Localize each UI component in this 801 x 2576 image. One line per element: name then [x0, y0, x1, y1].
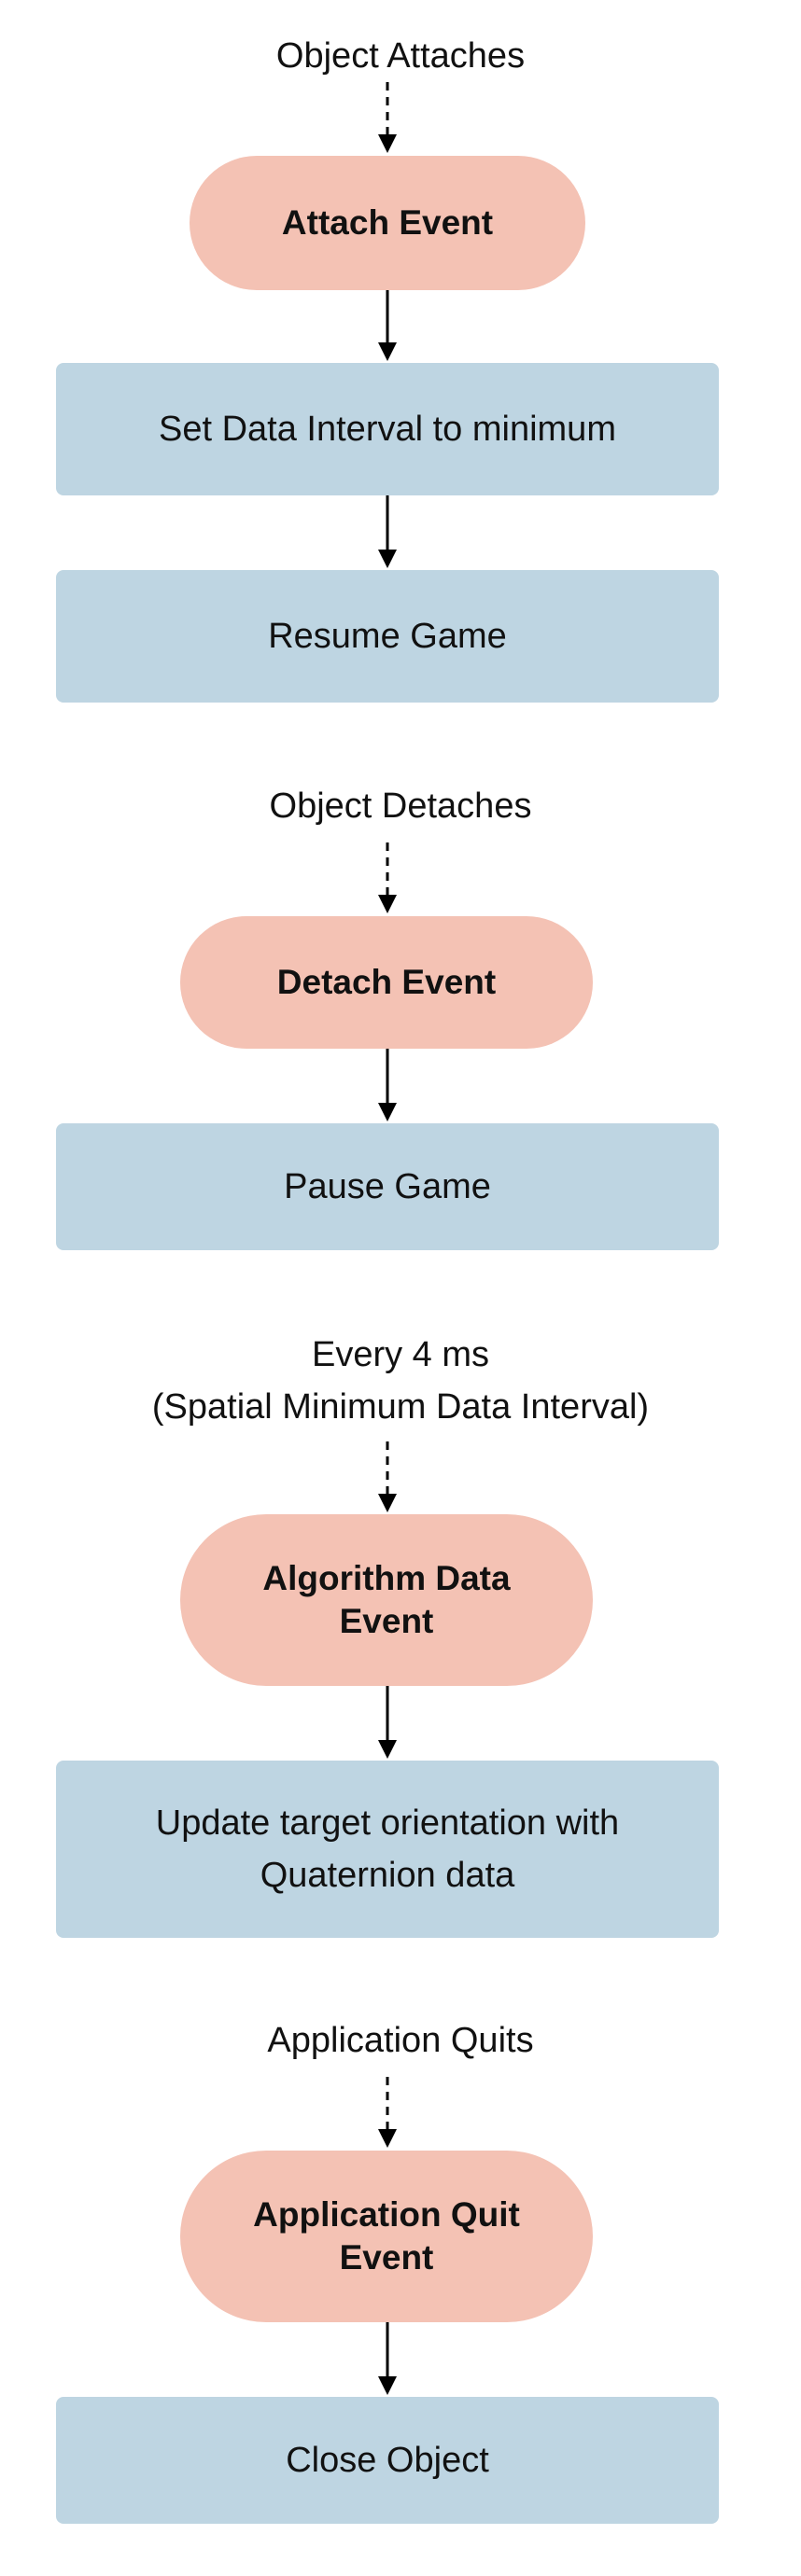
- arrow-set-interval-to-resume: [376, 495, 399, 570]
- trigger-object-detaches: Object Detaches: [269, 787, 532, 826]
- close-object-label: Close Object: [286, 2441, 489, 2480]
- pause-game-label: Pause Game: [284, 1167, 491, 1206]
- application-quit-event-label-line2: Event: [339, 2238, 434, 2277]
- application-quit-event-node: Application Quit Event: [180, 2151, 593, 2322]
- arrow-algorithm-to-update: [376, 1686, 399, 1761]
- algorithm-data-event-label-line1: Algorithm Data: [262, 1559, 511, 1597]
- arrow-attach-to-set-interval: [376, 290, 399, 363]
- pause-game-node: Pause Game: [56, 1123, 719, 1250]
- attach-event-node: Attach Event: [190, 156, 585, 290]
- attach-event-label: Attach Event: [281, 203, 494, 242]
- close-object-node: Close Object: [56, 2397, 719, 2524]
- update-orientation-node: Update target orientation with Quaternio…: [56, 1761, 719, 1938]
- detach-event-node: Detach Event: [180, 916, 593, 1049]
- algorithm-data-event-node: Algorithm Data Event: [180, 1514, 593, 1686]
- dashed-arrow-attach: [376, 82, 399, 155]
- dashed-arrow-quit: [376, 2077, 399, 2150]
- update-orientation-label-line2: Quaternion data: [260, 1856, 515, 1895]
- set-data-interval-label: Set Data Interval to minimum: [159, 410, 616, 449]
- trigger-application-quits: Application Quits: [267, 2021, 534, 2060]
- arrow-detach-to-pause: [376, 1049, 399, 1123]
- update-orientation-label-line1: Update target orientation with: [155, 1803, 620, 1843]
- trigger-object-attaches: Object Attaches: [275, 36, 526, 76]
- detach-event-label: Detach Event: [276, 963, 497, 1001]
- resume-game-node: Resume Game: [56, 570, 719, 703]
- dashed-arrow-algorithm: [376, 1441, 399, 1514]
- dashed-arrow-detach: [376, 842, 399, 915]
- trigger-every-4ms: Every 4 ms: [311, 1335, 490, 1374]
- resume-game-label: Resume Game: [268, 617, 507, 656]
- algorithm-data-event-label-line2: Event: [339, 1602, 434, 1640]
- set-data-interval-node: Set Data Interval to minimum: [56, 363, 719, 495]
- trigger-spatial-min-interval: (Spatial Minimum Data Interval): [151, 1387, 650, 1427]
- arrow-quit-to-close: [376, 2322, 399, 2397]
- application-quit-event-label-line1: Application Quit: [253, 2195, 520, 2234]
